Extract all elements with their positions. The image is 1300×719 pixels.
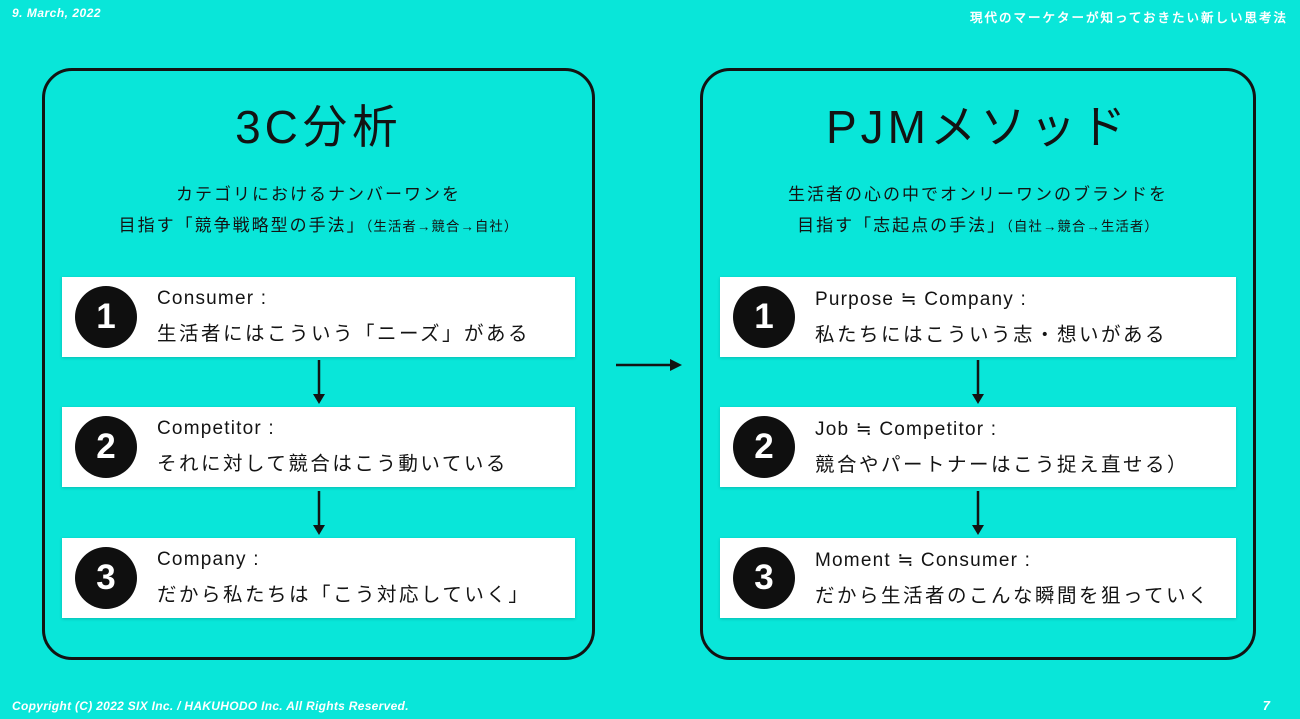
panel-title: 3C分析: [235, 101, 402, 153]
framework-step: 2 Competitor : それに対して競合はこう動いている: [62, 407, 575, 487]
step-number-badge: 2: [733, 416, 795, 478]
step-description: 生活者にはこういう「ニーズ」がある: [157, 323, 531, 345]
deck-title: 現代のマーケターが知っておきたい新しい思考法: [969, 11, 1288, 25]
panel-title: PJMメソッド: [826, 101, 1130, 153]
subtitle-note: （生活者→競合→自社）: [365, 219, 519, 234]
step-number-badge: 1: [733, 286, 795, 348]
step-label: Company :: [157, 549, 260, 570]
step-number-badge: 3: [75, 547, 137, 609]
subtitle-line2: 目指す「競争戦略型の手法」: [118, 216, 366, 235]
step-number-badge: 1: [75, 286, 137, 348]
panel-3c-analysis: 3C分析 カテゴリにおけるナンバーワンを 目指す「競争戦略型の手法」（生活者→競…: [42, 68, 595, 660]
arrow-down-icon: [972, 360, 984, 404]
panel-pjm-method: PJMメソッド 生活者の心の中でオンリーワンのブランドを 目指す「志起点の手法」…: [700, 68, 1256, 660]
subtitle-note: （自社→競合→生活者）: [1006, 219, 1159, 234]
step-description: それに対して競合はこう動いている: [157, 453, 508, 475]
page-number: 7: [1262, 698, 1270, 713]
framework-step: 2 Job ≒ Competitor : 競合やパートナーはこう捉え直せる）: [720, 407, 1236, 487]
subtitle-line1: 生活者の心の中でオンリーワンのブランドを: [788, 185, 1168, 204]
step-description: だから私たちは「こう対応していく」: [157, 584, 531, 606]
arrow-right-icon: [616, 359, 682, 371]
step-label: Consumer :: [157, 288, 268, 309]
arrow-down-icon: [312, 360, 325, 404]
copyright-text: Copyright (C) 2022 SIX Inc. / HAKUHODO I…: [12, 699, 409, 713]
step-description: 競合やパートナーはこう捉え直せる）: [815, 453, 1190, 476]
subtitle-line2: 目指す「志起点の手法」: [797, 216, 1007, 235]
step-number-badge: 3: [733, 547, 795, 609]
slide-date: 9. March, 2022: [12, 6, 102, 20]
step-label: Purpose ≒ Company :: [815, 288, 1027, 310]
framework-step: 1 Consumer : 生活者にはこういう「ニーズ」がある: [62, 277, 575, 357]
framework-step: 3 Moment ≒ Consumer : だから生活者のこんな瞬間を狙っていく: [720, 538, 1236, 618]
step-description: だから生活者のこんな瞬間を狙っていく: [815, 584, 1211, 607]
panel-subtitle: カテゴリにおけるナンバーワンを 目指す「競争戦略型の手法」（生活者→競合→自社）: [45, 179, 592, 242]
step-label: Moment ≒ Consumer :: [815, 549, 1032, 571]
arrow-down-icon: [312, 491, 325, 535]
panel-subtitle: 生活者の心の中でオンリーワンのブランドを 目指す「志起点の手法」（自社→競合→生…: [703, 179, 1253, 242]
step-description: 私たちにはこういう志・想いがある: [815, 323, 1168, 346]
framework-step: 1 Purpose ≒ Company : 私たちにはこういう志・想いがある: [720, 277, 1236, 357]
step-label: Competitor :: [157, 418, 275, 439]
step-number-badge: 2: [75, 416, 137, 478]
framework-step: 3 Company : だから私たちは「こう対応していく」: [62, 538, 575, 618]
arrow-down-icon: [972, 491, 984, 535]
step-label: Job ≒ Competitor :: [815, 418, 998, 440]
subtitle-line1: カテゴリにおけるナンバーワンを: [176, 185, 461, 204]
